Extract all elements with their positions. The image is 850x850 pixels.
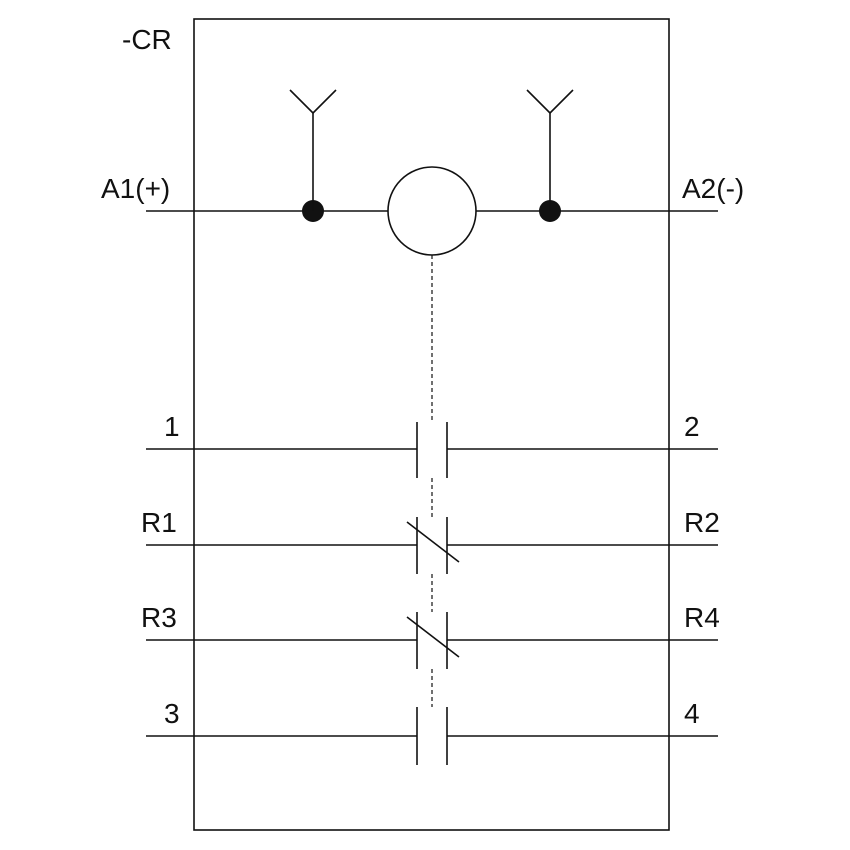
contact-r3-r4 bbox=[146, 612, 718, 669]
contact-terminal-2: 2 bbox=[684, 411, 700, 442]
contact-r1-r2 bbox=[146, 517, 718, 574]
terminal-fork-left-b bbox=[312, 89, 337, 114]
contact-terminal-r1: R1 bbox=[141, 507, 177, 538]
contact-terminal-r4: R4 bbox=[684, 602, 720, 633]
coil-circuit bbox=[146, 89, 718, 256]
contact-r1-r2-slash bbox=[406, 521, 460, 563]
coil-circle bbox=[387, 166, 477, 256]
terminal-fork-right-a bbox=[526, 89, 551, 114]
contact-terminal-1: 1 bbox=[164, 411, 180, 442]
contact-1-2 bbox=[146, 422, 718, 478]
contact-terminal-r2: R2 bbox=[684, 507, 720, 538]
terminal-fork-right-b bbox=[549, 89, 574, 114]
terminal-fork-left-a bbox=[289, 89, 314, 114]
contact-terminal-r3: R3 bbox=[141, 602, 177, 633]
contact-3-4 bbox=[146, 707, 718, 765]
device-tag: -CR bbox=[122, 24, 172, 55]
contact-r3-r4-slash bbox=[406, 616, 460, 658]
contact-terminal-4: 4 bbox=[684, 698, 700, 729]
coil-terminal-a1: A1(+) bbox=[101, 173, 171, 204]
contact-terminal-3: 3 bbox=[164, 698, 180, 729]
coil-terminal-a2: A2(-) bbox=[682, 173, 745, 204]
relay-enclosure bbox=[193, 18, 670, 831]
